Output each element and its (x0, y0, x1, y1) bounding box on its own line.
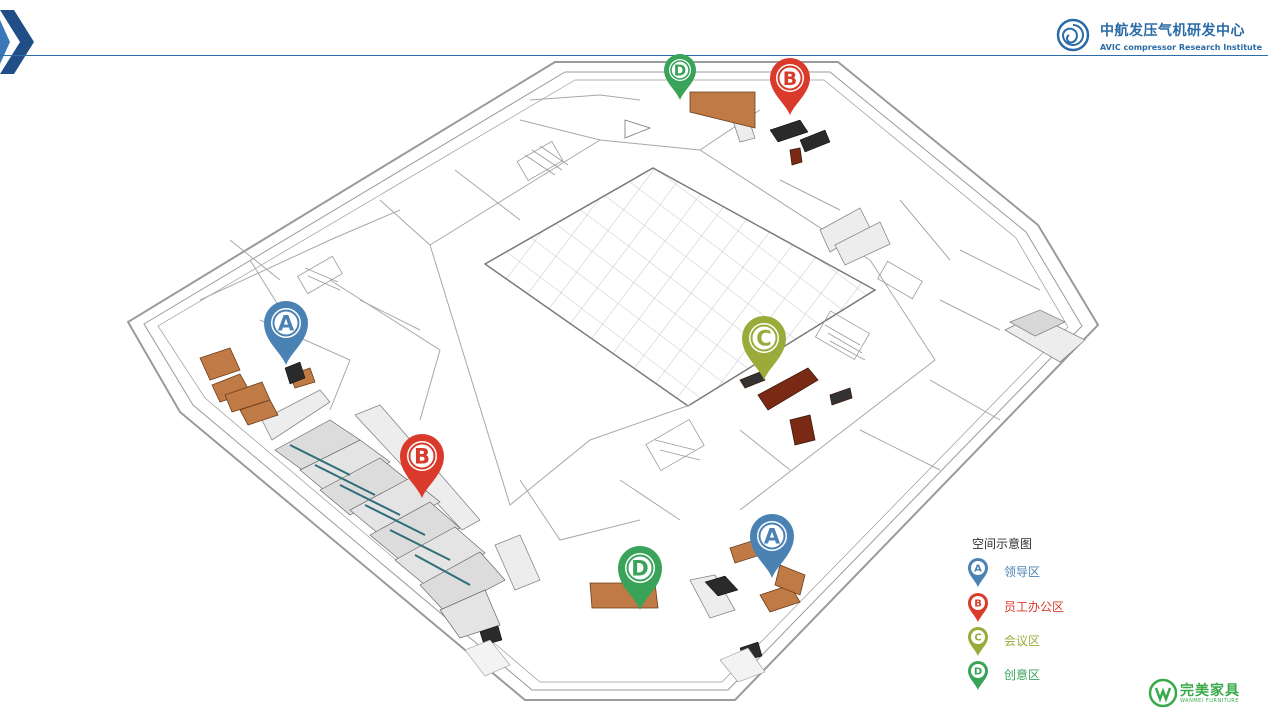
legend-label: 会议区 (1004, 634, 1041, 648)
building-outline (126, 61, 1100, 701)
marker-letter: B (783, 68, 797, 90)
lounge-sofas (284, 119, 831, 662)
brand-logo: 完美家具 WANMEI FURNITURE (1148, 678, 1248, 708)
zone-marker-a-left: A (264, 301, 308, 365)
map-pin-icon: C (968, 627, 988, 656)
legend-item-b: B 员工办公区 (962, 592, 1102, 622)
legend-letter: A (974, 564, 982, 575)
swirl-logo-icon (1056, 18, 1090, 52)
lounge-rugs (464, 639, 766, 683)
legend-item-c: C 会议区 (962, 626, 1102, 656)
zone-marker-a-right: A (750, 514, 794, 578)
legend-letter: C (974, 633, 981, 644)
cubicle-cluster (274, 419, 506, 639)
corner-chevron-decoration (0, 10, 34, 74)
zone-marker-d-top: D (664, 54, 696, 100)
zone-marker-b-top: B (770, 58, 810, 115)
marker-letter: B (414, 445, 430, 469)
marker-letter: C (756, 327, 771, 351)
legend: 空间示意图 A 领导区 B 员工办公区 C 会议区 D 创意区 (962, 533, 1102, 693)
header-divider (0, 55, 1268, 56)
meeting-table (739, 147, 853, 446)
zone-markers: D B A C B D (264, 54, 810, 610)
office-furniture (199, 91, 806, 613)
org-name-en: AVIC compressor Research Institute (1100, 43, 1263, 52)
legend-letter: D (974, 667, 982, 678)
legend-letter: B (974, 599, 982, 610)
stair-blocks (297, 119, 923, 472)
wanmei-logo-icon (1148, 678, 1178, 708)
brand-name-cn: 完美家具 (1180, 683, 1240, 699)
legend-item-a: A 领导区 (962, 557, 1102, 587)
marker-letter: A (278, 312, 295, 336)
legend-label: 创意区 (1004, 668, 1041, 682)
legend-title: 空间示意图 (972, 537, 1033, 551)
zone-marker-d-bottom: D (618, 546, 662, 610)
org-name-cn: 中航发压气机研发中心 (1100, 23, 1245, 39)
map-pin-icon: B (968, 593, 988, 622)
interior-walls (199, 94, 1041, 541)
brand-name-en: WANMEI FURNITURE (1180, 698, 1239, 704)
legend-label: 领导区 (1004, 565, 1041, 579)
zone-marker-b-left: B (400, 434, 444, 498)
legend-item-d: D 创意区 (962, 660, 1102, 690)
map-pin-icon: D (968, 661, 988, 690)
zone-marker-c: C (742, 316, 786, 380)
map-pin-icon: A (968, 558, 988, 587)
marker-letter: A (764, 525, 781, 549)
atrium-grid (483, 167, 877, 407)
marker-letter: D (631, 557, 648, 581)
org-logo: 中航发压气机研发中心 AVIC compressor Research Inst… (1056, 18, 1262, 58)
legend-label: 员工办公区 (1004, 600, 1065, 614)
marker-letter: D (674, 62, 686, 80)
